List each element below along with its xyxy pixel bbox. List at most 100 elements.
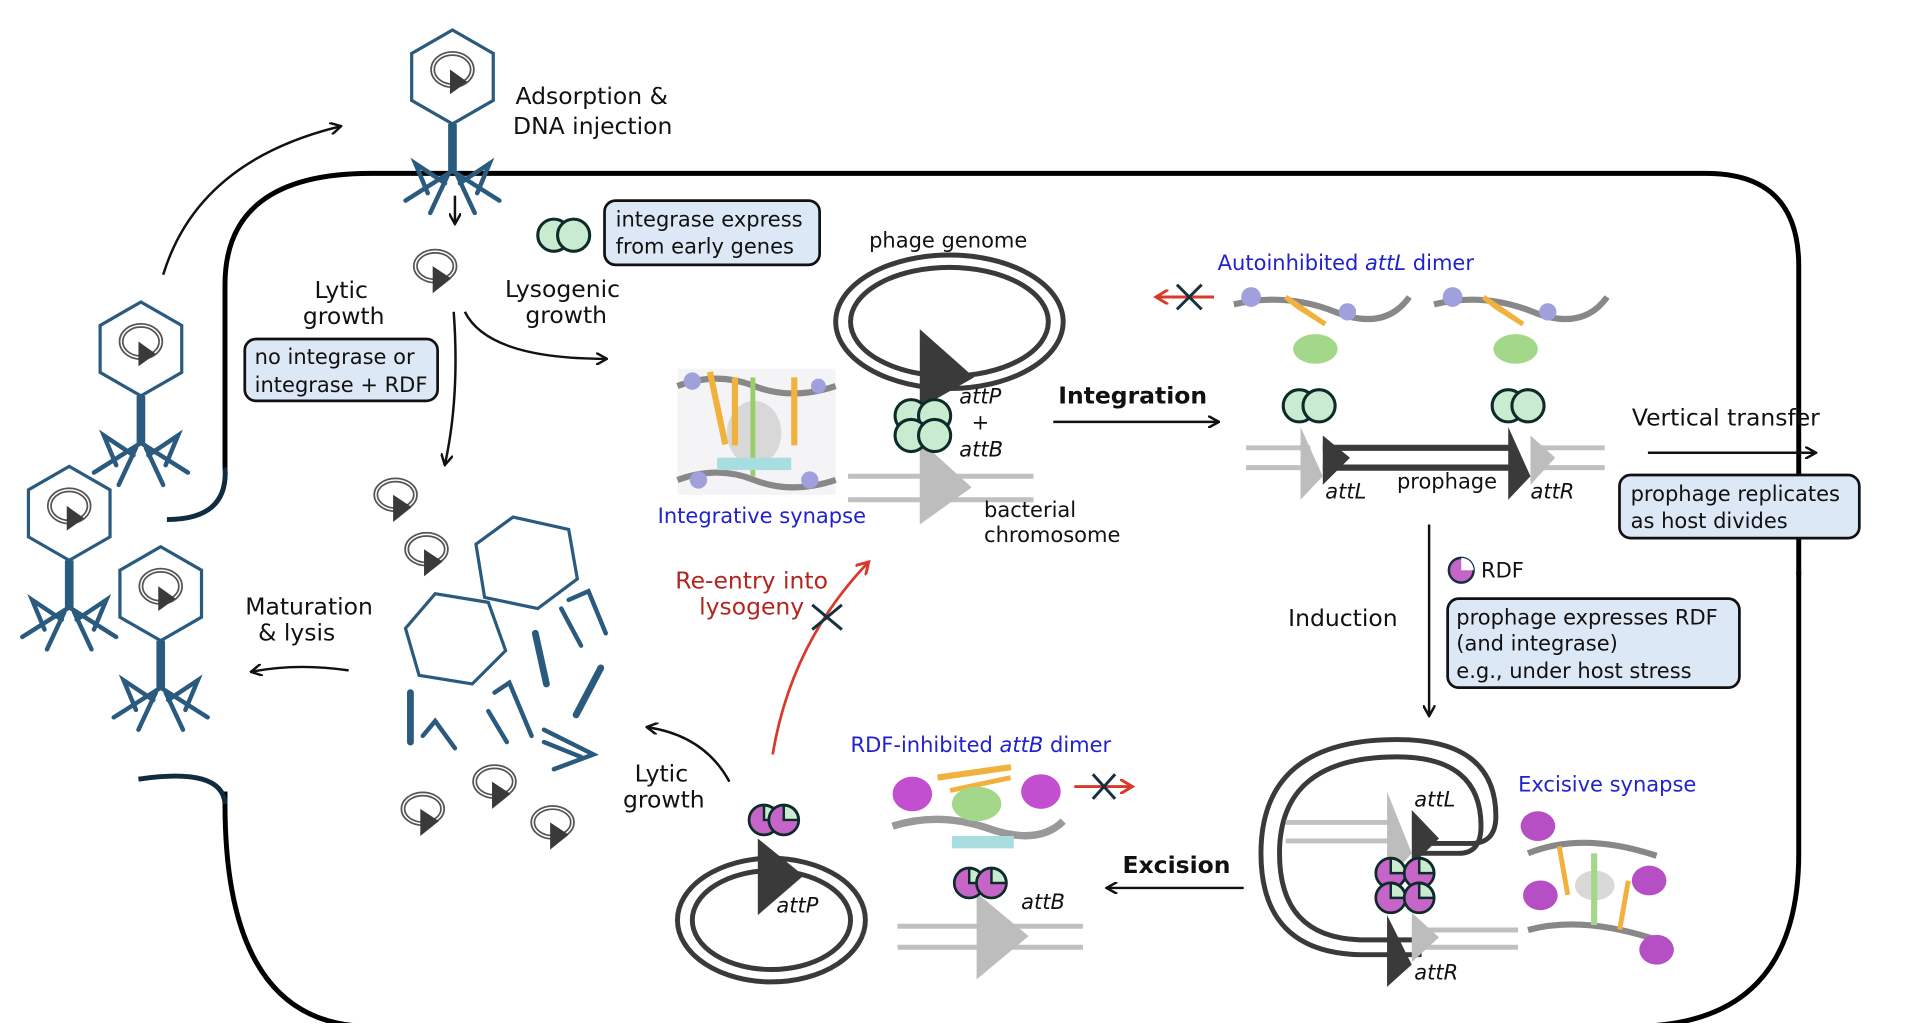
attL-phage-half-icon [1322,435,1350,485]
integrase-dimer-icon [536,217,592,253]
excision-attR-host-icon [1411,912,1439,963]
integrase-dimer-attR-icon [1490,388,1546,424]
adsorption-label-line2: DNA injection [513,112,672,140]
prophage-expresses-line1: prophage expresses RDF [1456,605,1717,630]
prophage-replicates-box [1618,473,1861,540]
progeny-genome-icon [376,480,416,522]
progeny-genome-icon [533,808,573,850]
prophage-label: prophage [1397,469,1497,494]
prophage-dna [1322,444,1515,471]
vertical-transfer-label: Vertical transfer [1632,404,1820,432]
excised-attP-icon [757,838,804,916]
phage-icon [22,466,116,649]
blocked-arrow-left [1157,283,1214,311]
progeny-tail-fibers [420,588,608,772]
integrase-tetramer-icon [893,398,953,454]
reentry-label-line1: Re-entry into [675,567,828,595]
phage-icon [94,302,188,485]
integrative-synapse-structure [676,368,837,495]
excision-attL-phage-icon [1411,810,1439,866]
reentry-block-x-icon [811,603,843,631]
integrase-rdf-dimer-attP-icon [747,803,801,837]
integrase-dimer-attL-icon [1281,388,1337,424]
progeny-genome-icon [475,767,515,809]
bacterial-chromosome-label-line2: chromosome [984,522,1120,547]
no-integrase-box [243,337,439,403]
attP-label: attP [959,383,1001,408]
integrase-rdf-tetramer-icon [1374,856,1436,915]
progeny-capsids [403,515,580,686]
plus-label: + [972,409,990,434]
excision-attR-phage-icon [1387,915,1412,987]
lytic-growth-bottom-line1: Lytic [635,760,688,788]
rdf-inhibited-attB-label: RDF-inhibited attB dimer [851,732,1112,757]
lytic-growth-label-line1: Lytic [314,276,367,304]
attB-after-excision-icon [976,892,1029,980]
phage-injecting-icon [405,30,499,213]
rdf-label: RDF [1481,558,1524,583]
integrative-synapse-label: Integrative synapse [658,503,866,528]
lytic-growth-label-line2: growth [303,302,385,330]
prophage-replicates-line1: prophage replicates [1631,481,1840,506]
attB-site-icon [919,440,972,525]
cell-fragment-left [166,467,228,523]
rdf-icon [1447,556,1475,584]
reentry-arrow [771,563,868,755]
arrow-to-adsorption [162,126,340,276]
excisive-synapse-label: Excisive synapse [1518,772,1696,797]
lytic-growth-bottom-line2: growth [623,786,705,814]
excision-host-dna [1285,819,1519,950]
autoinhibited-dimer-structure-right [1433,287,1610,364]
integrase-box-line1: integrase express [616,207,803,232]
attP-site-icon [919,329,975,409]
arrow-lysogenic-branch [463,311,606,359]
injected-genome-icon [415,251,455,293]
attB-after-excision-label: attB [1021,889,1065,914]
prophage-expresses-box [1446,597,1741,690]
integrase-expression-box [603,199,821,267]
adsorption-label-line1: Adsorption & [516,82,668,110]
attR-label: attR [1530,479,1574,504]
prophage-replicates-line2: as host divides [1631,508,1788,533]
attR-phage-half-icon [1508,426,1531,500]
lysogenic-growth-label-line1: Lysogenic [505,275,620,303]
integrase-rdf-dimer-attB-icon [952,866,1008,900]
attR-host-half-icon [1530,435,1556,485]
excision-loop-dna [1258,737,1499,958]
blocked-arrow-right [1074,773,1131,800]
excision-attR-label: attR [1414,959,1458,984]
excision-label: Excision [1123,851,1231,879]
autoinhibited-attL-label: Autoinhibited attL dimer [1218,250,1475,275]
progeny-genome-icon [403,794,443,836]
excisive-synapse-structure [1520,811,1674,965]
attL-label: attL [1325,479,1366,504]
rdf-inhibited-dimer-structure [891,764,1066,849]
no-integrase-box-line1: no integrase or [255,344,415,369]
cell-fragment-left-bottom [138,773,228,805]
attB-label: attB [959,436,1003,461]
bacterial-chromosome-label-line1: bacterial [984,497,1076,522]
prophage-expresses-line3: e.g., under host stress [1456,658,1691,683]
integration-label: Integration [1058,381,1207,409]
reentry-label-line2: lysogeny [699,593,804,621]
phage-icon [114,547,208,730]
prophage-expresses-line2: (and integrase) [1456,631,1618,656]
integrase-box-line2: from early genes [616,234,794,259]
autoinhibited-dimer-structure-left [1233,287,1412,364]
arrow-lytic-branch [445,311,457,464]
progeny-genome-icon [407,534,447,576]
maturation-label-line2: & lysis [258,619,335,647]
no-integrase-box-line2: integrase + RDF [255,372,428,397]
prophage-host-dna [1246,445,1605,471]
excised-attP-label: attP [776,893,818,918]
lysogenic-growth-label-line2: growth [525,301,607,329]
arrow-maturation-lysis [252,667,349,672]
excision-attL-label: attL [1414,786,1455,811]
phage-genome-label: phage genome [869,228,1027,253]
arrow-lytic-growth-bottom [648,727,731,783]
progeny-tails [407,629,605,746]
bacterial-cell-outline [222,170,1802,576]
maturation-label-line1: Maturation [245,593,373,621]
